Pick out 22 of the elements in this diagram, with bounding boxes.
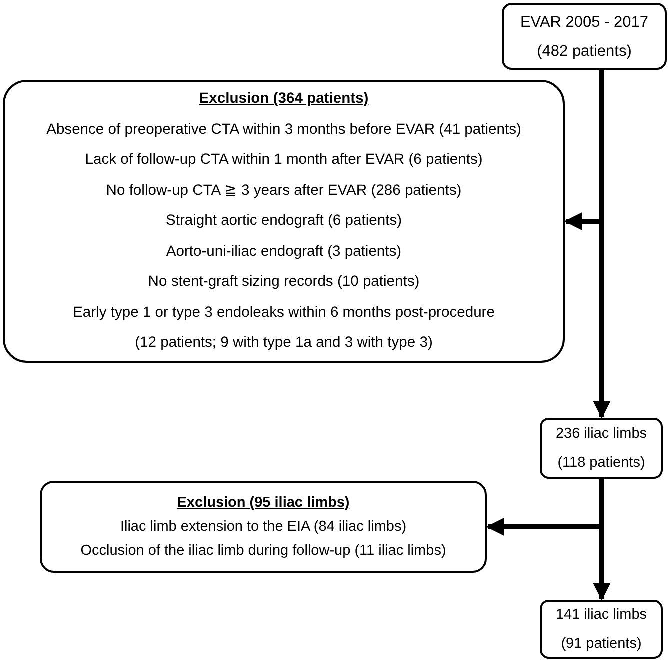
box-heading: Exclusion (364 patients) [199,90,369,110]
box-text: 141 iliac limbs [556,606,648,624]
box-text: (482 patients) [537,42,632,62]
exclusion-box [40,481,487,573]
process-box [540,600,663,659]
box-text: Early type 1 or type 3 endoleaks within 6 months post-procedure (12 patients; 9 with type 1a and 3 with type 3) [72,304,496,354]
box-text: (118 patients) [558,454,646,472]
box-text: Absence of preoperative CTA within 3 months before EVAR (41 patients) [46,120,522,140]
box-text: Lack of follow-up CTA within 1 month after EVAR (6 patients) [85,151,483,170]
box-text: No follow-up CTA ≧ 3 years after EVAR (286 patients) [106,182,462,201]
box-text: Iliac limb extension to the EIA (84 iliac limbs) [120,518,407,537]
process-box [540,418,663,479]
box-text: EVAR 2005 - 2017 [520,12,649,32]
process-box [502,3,667,70]
box-text: No stent-graft sizing records (10 patients) [148,273,420,292]
box-heading: Exclusion (95 iliac limbs) [177,494,350,513]
box-text: Straight aortic endograft (6 patients) [166,212,402,232]
box-text: Aorto-uni-iliac endograft (3 patients) [166,242,402,262]
box-text: 236 iliac limbs [556,424,648,444]
exclusion-box [3,80,565,363]
box-text: (91 patients) [561,634,642,654]
box-text: Occlusion of the iliac limb during follow-up (11 iliac limbs) [80,542,446,561]
